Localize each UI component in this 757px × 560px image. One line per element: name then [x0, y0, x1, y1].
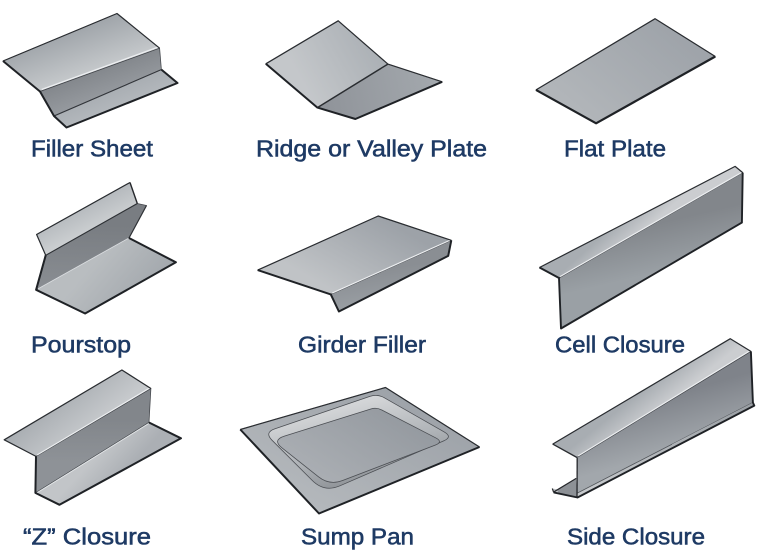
svg-text:Pourstop: Pourstop	[31, 332, 131, 358]
svg-text:Flat Plate: Flat Plate	[564, 136, 666, 162]
svg-text:Girder Filler: Girder Filler	[298, 332, 426, 358]
svg-text:Ridge or Valley Plate: Ridge or Valley Plate	[256, 136, 487, 162]
svg-text:Cell Closure: Cell Closure	[555, 332, 685, 358]
svg-text:Sump Pan: Sump Pan	[301, 524, 414, 550]
svg-text:Filler Sheet: Filler Sheet	[31, 136, 154, 162]
svg-text:Side Closure: Side Closure	[567, 524, 705, 550]
svg-text:“Z” Closure: “Z” Closure	[23, 524, 151, 550]
